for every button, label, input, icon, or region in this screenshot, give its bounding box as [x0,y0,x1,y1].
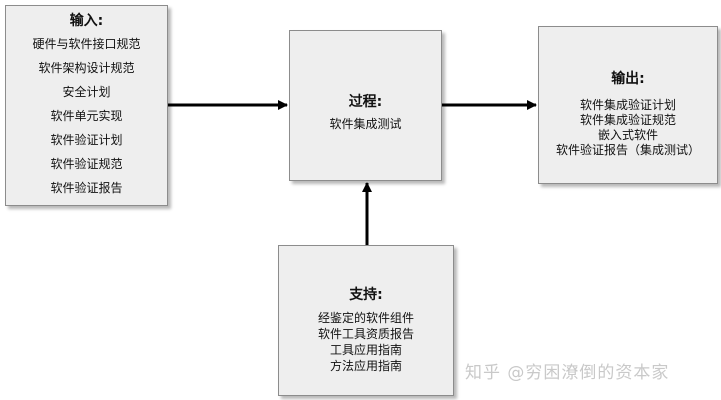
input-item: 软件架构设计规范 [38,61,135,75]
support-item: 方法应用指南 [329,359,402,373]
watermark-text: 知乎 @穷困潦倒的资本家 [465,363,670,383]
support-box: 支持: 经鉴定的软件组件 软件工具资质报告 工具应用指南 方法应用指南 [278,245,454,396]
input-item: 硬件与软件接口规范 [32,37,141,51]
output-title: 输出: [611,71,645,87]
support-item: 经鉴定的软件组件 [317,311,414,325]
input-box: 输入: 硬件与软件接口规范 软件架构设计规范 安全计划 软件单元实现 软件验证计… [5,5,168,206]
process-title: 过程: [348,94,383,110]
input-item: 软件单元实现 [50,109,123,123]
input-item: 安全计划 [62,85,111,99]
input-item: 软件验证规范 [50,157,123,171]
input-item: 软件验证计划 [50,133,123,147]
input-items: 硬件与软件接口规范 软件架构设计规范 安全计划 软件单元实现 软件验证计划 软件… [6,32,167,200]
support-item: 软件工具资质报告 [317,327,414,341]
output-items: 软件集成验证计划 软件集成验证规范 嵌入式软件 软件验证报告（集成测试） [539,98,717,158]
output-item: 嵌入式软件 [597,128,658,142]
output-box: 输出: 软件集成验证计划 软件集成验证规范 嵌入式软件 软件验证报告（集成测试） [538,26,718,184]
process-items: 软件集成测试 [290,115,441,133]
output-item: 软件验证报告（集成测试） [555,143,700,157]
support-items: 经鉴定的软件组件 软件工具资质报告 工具应用指南 方法应用指南 [279,310,453,374]
output-item: 软件集成验证规范 [579,113,676,127]
support-item: 工具应用指南 [329,343,402,357]
input-item: 软件验证报告 [50,181,123,195]
output-item: 软件集成验证计划 [579,98,676,112]
process-item: 软件集成测试 [329,117,402,131]
process-box: 过程: 软件集成测试 [289,30,442,181]
input-title: 输入: [69,13,104,29]
support-title: 支持: [349,287,383,303]
